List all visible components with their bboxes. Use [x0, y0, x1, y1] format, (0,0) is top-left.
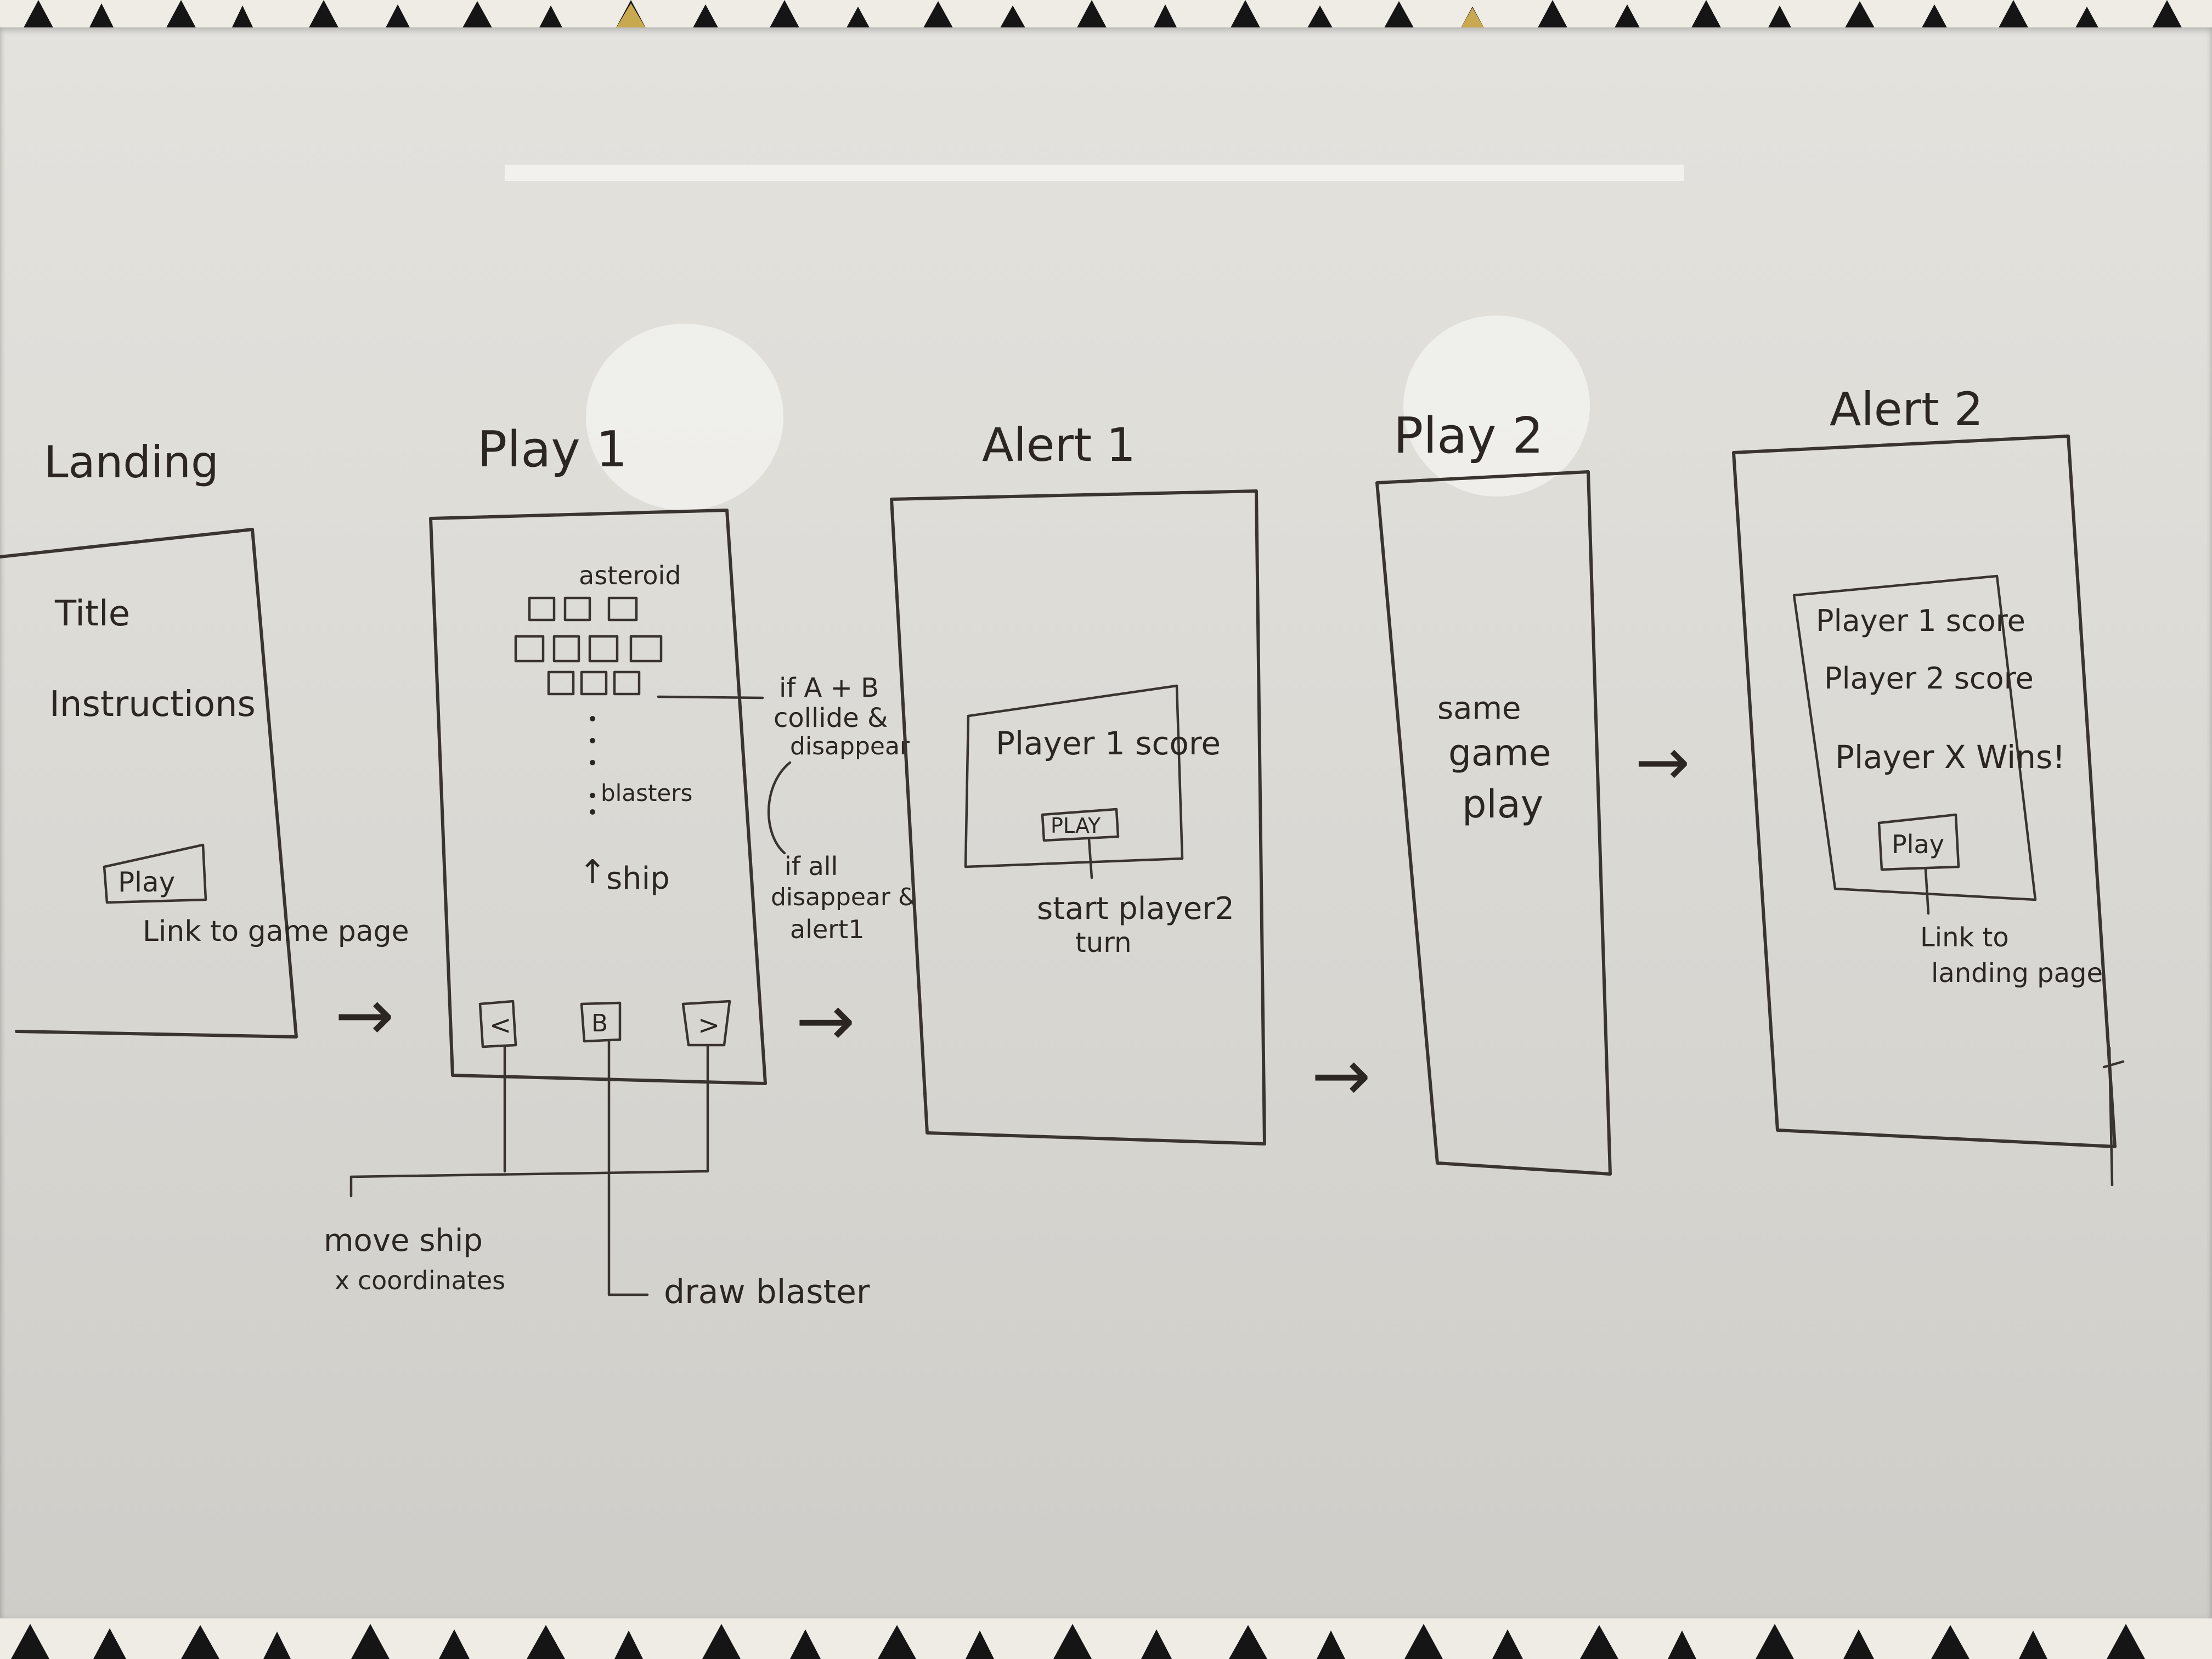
landing-instructions: Instructions [49, 684, 256, 725]
connector-collide-to-all [767, 761, 792, 855]
connector-asteroid-note [657, 695, 764, 699]
ship-arrow-icon: ↑ [579, 853, 606, 891]
label-landing: Landing [44, 437, 219, 488]
screen-play2: Play 2 same game play [1375, 407, 1612, 1176]
control-left[interactable]: < [489, 1010, 511, 1041]
alert2-player1-score: Player 1 score [1816, 603, 2025, 638]
light-reflection [505, 165, 1684, 181]
control-blast[interactable]: B [591, 1009, 608, 1037]
play1-blasters-label: blasters [601, 780, 692, 806]
arrow-1: → [335, 973, 394, 1057]
alert1-play-button[interactable]: PLAY [1051, 814, 1101, 838]
arrow-3: → [1311, 1034, 1371, 1117]
screen-play1: Play 1 asteroid blasters ↑ ship < B > if… [324, 421, 917, 1311]
blaster-dots [590, 716, 595, 815]
landing-play-button-box [103, 843, 207, 904]
note-draw-blaster: draw blaster [664, 1273, 870, 1311]
play2-play: play [1462, 782, 1543, 827]
connector-controls [349, 1040, 709, 1296]
landing-play-button[interactable]: Play [118, 866, 175, 898]
label-play2: Play 2 [1393, 407, 1544, 465]
alert2-note-1: Link to [1920, 922, 2009, 953]
control-right[interactable]: > [698, 1010, 720, 1041]
screen-landing: Landing Title Instructions Play Link to … [0, 437, 409, 1039]
note-move-ship-2: x coordinates [335, 1266, 505, 1295]
note-collide-2: collide & [774, 703, 888, 733]
landing-title: Title [54, 594, 130, 634]
play1-ship-label: ship [606, 861, 670, 896]
note-collide-3: disappear [790, 732, 910, 760]
alert2-player2-score: Player 2 score [1824, 661, 2034, 696]
alert1-note-1: start player2 [1037, 891, 1234, 927]
alert2-player-x-wins: Player X Wins! [1835, 738, 2066, 776]
alert1-player1-score: Player 1 score [996, 725, 1221, 762]
wireframe-sketch: Landing Title Instructions Play Link to … [0, 165, 2125, 1311]
wallpaper-bottom [0, 1618, 2212, 1659]
label-play1: Play 1 [477, 421, 628, 478]
wallpaper-pattern-bottom [11, 1624, 2145, 1659]
landing-note: Link to game page [143, 915, 409, 948]
wallpaper-pattern-top [22, 0, 2183, 31]
play1-asteroid-label: asteroid [579, 561, 681, 590]
alert1-note-2: turn [1075, 927, 1132, 958]
alert2-play-button[interactable]: Play [1892, 830, 1944, 859]
label-alert1: Alert 1 [982, 418, 1136, 472]
connector-alert1-note [1087, 838, 1093, 879]
connector-alert2-note [1924, 868, 1930, 915]
arrow-4: → [1635, 724, 1690, 800]
whiteboard: Landing Title Instructions Play Link to … [0, 27, 2212, 1624]
note-all-3: alert1 [790, 915, 864, 944]
asteroid-grid [514, 596, 663, 696]
alert2-note-2: landing page [1931, 958, 2103, 989]
note-all-2: disappear & [771, 883, 917, 911]
note-all-1: if all [785, 851, 838, 881]
arrow-2: → [795, 979, 855, 1062]
lamp-reflection-right [1403, 315, 1590, 496]
label-alert2: Alert 2 [1830, 382, 1983, 436]
note-collide-1: if A + B [779, 673, 879, 703]
screen-alert1: Alert 1 Player 1 score PLAY start player… [890, 418, 1266, 1146]
lamp-reflection-left [586, 324, 783, 510]
note-move-ship-1: move ship [324, 1223, 483, 1259]
screen-alert2: Alert 2 Player 1 score Player 2 score Pl… [1732, 382, 2125, 1187]
play2-same: same [1437, 691, 1521, 726]
wallpaper-top [0, 0, 2212, 31]
play2-game: game [1448, 732, 1551, 774]
